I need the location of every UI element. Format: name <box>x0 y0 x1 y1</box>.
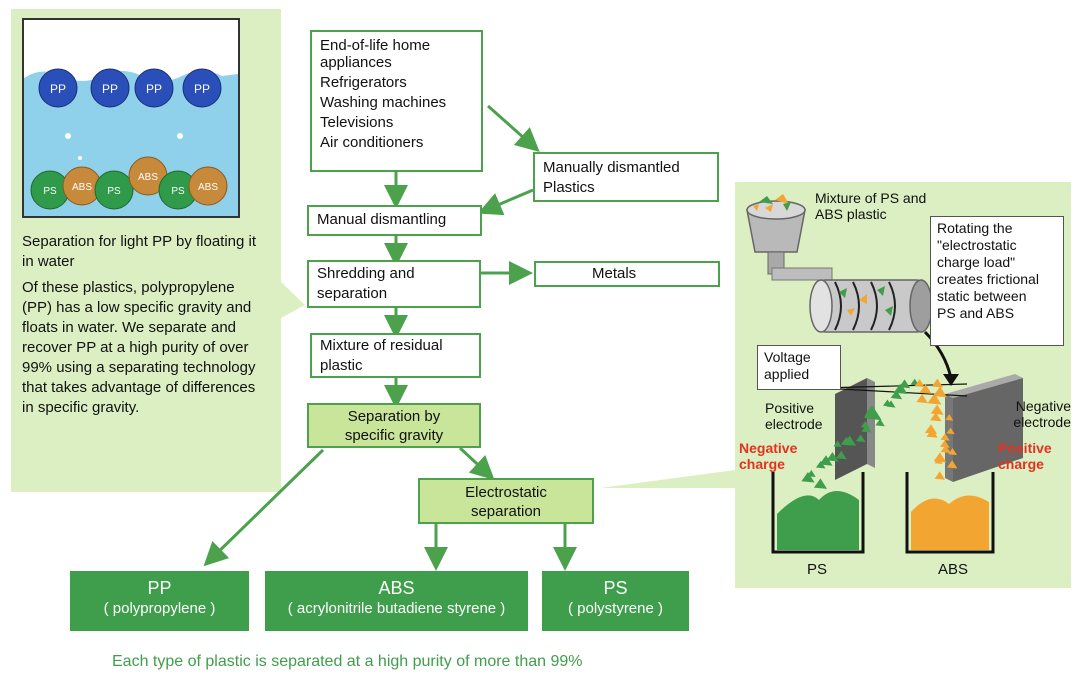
ps-particle <box>856 434 866 443</box>
ps-particle <box>833 440 842 448</box>
abs-particle <box>945 414 954 421</box>
appliances-box: End-of-life home appliances Refrigerator… <box>310 30 483 172</box>
ps-particle <box>896 385 908 394</box>
abs-particle <box>916 393 928 404</box>
ps-particle <box>890 389 903 400</box>
output-pp: PP ( polypropylene ) <box>70 571 249 631</box>
manual-dismantling-box: Manual dismantling <box>307 205 482 236</box>
abs-ball: ABS <box>62 166 102 206</box>
svg-text:PP: PP <box>146 82 162 96</box>
svg-text:PP: PP <box>50 82 66 96</box>
specific-gravity-box: Separation by specific gravity <box>307 403 481 448</box>
shredding-box: Shredding and separation <box>307 260 481 308</box>
ps-particle <box>815 460 826 469</box>
abs-particle <box>934 457 943 465</box>
abs-particle <box>940 444 951 454</box>
svg-text:PS: PS <box>43 186 57 197</box>
ps-ball: PS <box>94 170 134 210</box>
metals-box: Metals <box>534 261 720 287</box>
svg-text:PP: PP <box>102 82 118 96</box>
abs-particle <box>926 428 938 438</box>
ps-particle <box>886 400 896 408</box>
water-tank-illustration: PP PP PP PP PS ABS PS ABS PS ABS <box>22 18 240 218</box>
output-ps: PS ( polystyrene ) <box>542 571 689 631</box>
residual-box: Mixture of residual plastic <box>310 333 481 378</box>
bin-ps-label: PS <box>807 561 828 578</box>
abs-particle <box>930 404 944 415</box>
abs-particle <box>946 427 955 435</box>
abs-particle <box>940 433 950 441</box>
abs-particle <box>914 379 925 388</box>
svg-text:ABS: ABS <box>198 182 218 193</box>
ps-particle <box>826 452 839 462</box>
electrostatic-box: Electrostatic separation <box>418 478 594 524</box>
voltage-callout: Voltage applied <box>757 345 841 390</box>
pp-ball: PP <box>182 68 222 108</box>
manually-dismantled-box: Manually dismantled Plastics <box>533 152 719 202</box>
svg-text:PS: PS <box>171 186 185 197</box>
ps-particle <box>863 409 876 419</box>
negative-electrode-icon <box>945 374 1023 482</box>
tank-caption: Separation for light PP by floating it i… <box>22 233 257 270</box>
positive-charge-label: Positive charge <box>998 440 1052 472</box>
abs-particle <box>933 386 948 398</box>
svg-text:PS: PS <box>107 186 121 197</box>
abs-particle <box>934 471 946 480</box>
negative-electrode-label: Negative electrode <box>1013 398 1071 430</box>
hopper-icon <box>746 194 806 275</box>
ps-particle <box>801 471 815 483</box>
ps-particle <box>842 436 852 445</box>
pp-description: Of these plastics, polypropylene (PP) ha… <box>22 279 256 416</box>
rotating-callout: Rotating the "electrostatic charge load"… <box>930 216 1064 346</box>
svg-text:ABS: ABS <box>138 172 158 183</box>
negative-charge-label: Negative charge <box>739 440 798 472</box>
electrostatic-illustration <box>746 194 1023 554</box>
pp-ball: PP <box>134 68 174 108</box>
ps-particle <box>861 424 872 433</box>
pp-ball: PP <box>90 68 130 108</box>
pp-ball: PP <box>38 68 78 108</box>
ps-particle <box>813 478 828 489</box>
bin-abs-label: ABS <box>938 561 969 578</box>
ps-particle <box>875 418 885 427</box>
abs-particle <box>924 424 938 434</box>
output-abs: ABS ( acrylonitrile butadiene styrene ) <box>265 571 528 631</box>
ps-particle <box>835 450 847 460</box>
abs-particle <box>948 448 958 456</box>
ps-particle <box>819 455 833 466</box>
rotating-drum-icon <box>809 279 933 333</box>
abs-ball: ABS <box>188 166 228 206</box>
abs-particle <box>931 378 944 388</box>
abs-particle <box>927 393 942 405</box>
abs-particle <box>933 452 947 463</box>
abs-particle <box>940 439 950 448</box>
footer-note: Each type of plastic is separated at a h… <box>112 653 583 670</box>
abs-ball: ABS <box>128 156 168 196</box>
svg-text:PP: PP <box>194 82 210 96</box>
abs-particle <box>947 460 958 469</box>
ps-particle <box>872 412 882 420</box>
mixture-label: Mixture of PS and ABS plastic <box>815 190 927 222</box>
abs-particle <box>930 412 942 422</box>
positive-electrode-label: Positive electrode <box>765 400 823 432</box>
abs-particle <box>919 384 932 394</box>
svg-text:ABS: ABS <box>72 182 92 193</box>
